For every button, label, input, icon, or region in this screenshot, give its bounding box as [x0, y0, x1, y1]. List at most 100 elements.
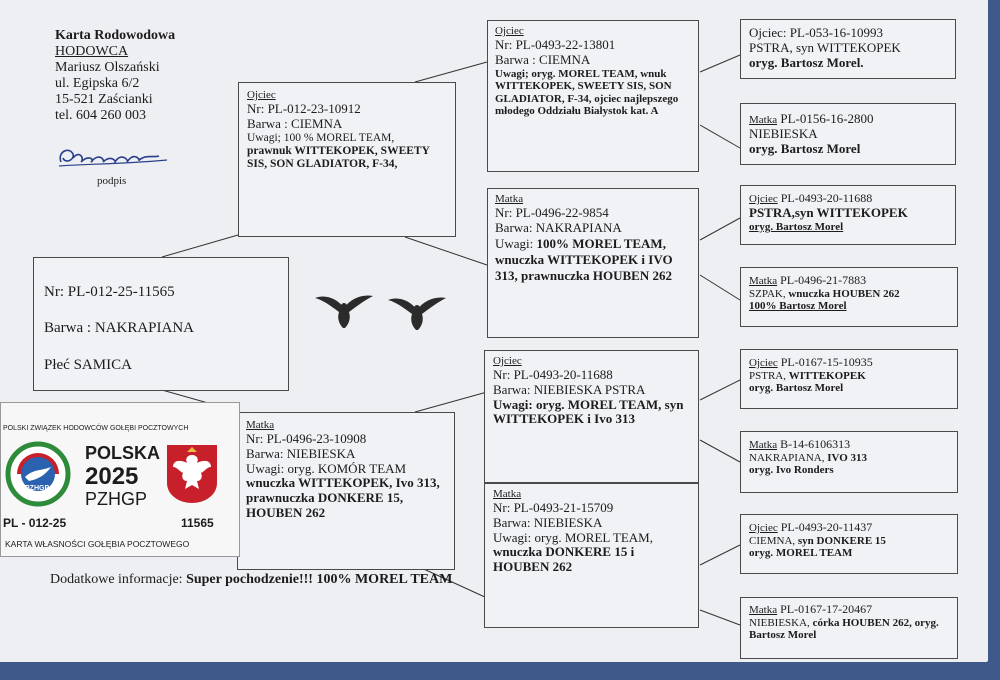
mother-notes-prefix: Uwagi: oryg. KOMÓR TEAM — [246, 460, 407, 476]
paternal-grandmother-box: Matka Nr: PL-0496-22-9854 Barwa: NAKRAPI… — [487, 188, 699, 338]
additional-info-label: Dodatkowe informacje: — [50, 572, 187, 587]
paternal-grandfather-color: Barwa : CIEMNA — [495, 51, 591, 67]
mother-color: Barwa: NIEBIESKA — [246, 445, 356, 461]
maternal-grandfather-color: Barwa: NIEBIESKA PSTRA — [493, 381, 646, 397]
ggp1-color: PSTRA, syn WITTEKOPEK — [749, 39, 901, 55]
ggp3-ring-number: PL-0493-20-11688 — [777, 191, 873, 205]
ggp8-role: Matka — [749, 604, 778, 616]
maternal-grandmother-role: Matka — [493, 488, 522, 500]
maternal-grandfather-ring-number: Nr: PL-0493-20-11688 — [493, 366, 613, 382]
ggp2-origin: oryg. Bartosz Morel — [749, 140, 861, 156]
ggp2-role: Matka — [749, 114, 778, 126]
additional-info: Dodatkowe informacje: Super pochodzenie!… — [50, 571, 480, 588]
great-grandparent-box-6: Matka B-14-6106313 NAKRAPIANA, IVO 313 o… — [740, 431, 958, 493]
card-org-name: POLSKI ZWIĄZEK HODOWCÓW GOŁĘBI POCZTOWYC… — [3, 425, 189, 432]
great-grandparent-box-1: Ojciec: PL-053-16-10993 PSTRA, syn WITTE… — [740, 19, 956, 79]
paternal-grandmother-notes-prefix: Uwagi: — [495, 235, 534, 251]
ggp7-notes: syn DONKERE 15 — [797, 534, 886, 547]
ggp6-origin: oryg. Ivo Ronders — [749, 464, 834, 477]
father-notes: prawnuk WITTEKOPEK, SWEETY SIS, SON GLAD… — [247, 144, 430, 170]
paternal-grandfather-notes: Uwagi; oryg. MOREL TEAM, wnuk WITTEKOPEK… — [495, 67, 679, 118]
great-grandparent-box-8: Matka PL-0167-17-20467 NIEBIESKA, córka … — [740, 597, 958, 659]
mother-role: Matka — [246, 419, 275, 431]
paternal-grandmother-ring-number: Nr: PL-0496-22-9854 — [495, 204, 609, 220]
ownership-card: POLSKI ZWIĄZEK HODOWCÓW GOŁĘBI POCZTOWYC… — [0, 402, 240, 557]
ggp8-color: NIEBIESKA, — [749, 616, 813, 629]
ggp8-notes: córka HOUBEN 262, oryg. Bartosz Morel — [749, 616, 939, 642]
ggp4-origin: 100% Bartosz Morel — [749, 300, 847, 313]
ggp1-origin: oryg. Bartosz Morel. — [749, 54, 864, 70]
maternal-grandfather-box: Ojciec Nr: PL-0493-20-11688 Barwa: NIEBI… — [484, 350, 699, 483]
breeder-name: Mariusz Olszański — [55, 60, 160, 76]
card-country: POLSKA — [85, 443, 161, 463]
card-footer: KARTA WŁASNOŚCI GOŁĘBIA POCZTOWEGO — [5, 539, 190, 549]
signature-image — [58, 149, 168, 167]
pzhgp-logo-icon: PZHGP — [5, 441, 71, 507]
maternal-grandmother-notes-prefix: Uwagi: oryg. MOREL TEAM, — [493, 529, 653, 545]
paternal-grandfather-box: Ojciec Nr: PL-0493-22-13801 Barwa : CIEM… — [487, 20, 699, 172]
maternal-grandfather-notes: Uwagi: oryg. MOREL TEAM, syn WITTEKOPEK … — [493, 396, 684, 427]
ggp3-role: Ojciec — [749, 193, 778, 205]
pzhgp-logo-text: PZHGP — [25, 485, 50, 492]
maternal-grandfather-role: Ojciec — [493, 355, 522, 367]
ggp5-role: Ojciec — [749, 357, 778, 369]
ggp3-color: PSTRA,syn WITTEKOPEK — [749, 204, 908, 220]
ggp5-notes: WITTEKOPEK — [788, 369, 866, 382]
great-grandparent-box-7: Ojciec PL-0493-20-11437 CIEMNA, syn DONK… — [740, 514, 958, 574]
great-grandparent-box-3: Ojciec PL-0493-20-11688 PSTRA,syn WITTEK… — [740, 185, 956, 245]
paternal-grandfather-ring-number: Nr: PL-0493-22-13801 — [495, 36, 616, 52]
pigeon-silhouette-icon — [315, 295, 373, 328]
ggp5-ring-number: PL-0167-15-10935 — [777, 355, 873, 369]
polish-eagle-emblem-icon — [167, 445, 217, 503]
ggp4-color: SZPAK, — [749, 287, 789, 300]
ggp2-color: NIEBIESKA — [749, 125, 818, 141]
ggp7-origin: oryg. MOREL TEAM — [749, 547, 853, 560]
ggp3-origin: oryg. Bartosz Morel — [749, 220, 844, 233]
pigeon-info-box: Nr: PL-012-25-11565 Barwa : NAKRAPIANA P… — [33, 257, 289, 391]
signature-caption: podpis — [97, 175, 127, 187]
additional-info-text: Super pochodzenie!!! 100% MOREL TEAM — [186, 572, 453, 587]
breeder-city: 15-521 Zaścianki — [55, 92, 153, 108]
mother-box: Matka Nr: PL-0496-23-10908 Barwa: NIEBIE… — [237, 412, 455, 570]
breeder-label: HODOWCA — [55, 44, 129, 60]
card-ring-left: PL - 012-25 — [3, 516, 67, 530]
maternal-grandmother-ring-number: Nr: PL-0493-21-15709 — [493, 499, 614, 515]
great-grandparent-box-2: Matka PL-0156-16-2800 NIEBIESKA oryg. Ba… — [740, 103, 956, 165]
mother-notes: wnuczka WITTEKOPEK, Ivo 313, prawnuczka … — [246, 475, 440, 521]
ggp7-ring-number: PL-0493-20-11437 — [777, 520, 873, 534]
ggp7-role: Ojciec — [749, 522, 778, 534]
father-notes-prefix: Uwagi; 100 % MOREL TEAM, — [247, 131, 395, 144]
great-grandparent-box-5: Ojciec PL-0167-15-10935 PSTRA, WITTEKOPE… — [740, 349, 958, 409]
maternal-grandmother-color: Barwa: NIEBIESKA — [493, 514, 603, 530]
pigeon-sex: Płeć SAMICA — [44, 357, 132, 373]
ggp8-ring-number: PL-0167-17-20467 — [777, 602, 873, 616]
ggp5-color: PSTRA, — [749, 369, 789, 382]
card-year: 2025 — [85, 463, 139, 490]
ggp6-ring-number: B-14-6106313 — [777, 437, 851, 451]
card-abbr: PZHGP — [85, 489, 148, 509]
ggp6-notes: IVO 313 — [827, 451, 868, 464]
maternal-grandmother-box: Matka Nr: PL-0493-21-15709 Barwa: NIEBIE… — [484, 483, 699, 628]
father-box: Ojciec Nr: PL-012-23-10912 Barwa : CIEMN… — [238, 82, 456, 237]
paternal-grandmother-role: Matka — [495, 193, 524, 205]
breeder-phone: tel. 604 260 003 — [55, 108, 146, 124]
ggp2-ring-number: PL-0156-16-2800 — [777, 111, 874, 126]
card-ring-right: 11565 — [181, 516, 214, 530]
breeder-street: ul. Egipska 6/2 — [55, 76, 140, 92]
father-color: Barwa : CIEMNA — [247, 115, 343, 131]
pigeon-color: Barwa : NAKRAPIANA — [44, 320, 194, 336]
ggp5-origin: oryg. Bartosz Morel — [749, 382, 844, 395]
pigeon-silhouette-icon — [388, 297, 446, 330]
ggp4-notes: wnuczka HOUBEN 262 — [788, 287, 900, 300]
ggp6-role: Matka — [749, 439, 778, 451]
document-title: Karta Rodowodowa — [55, 28, 176, 43]
breeder-header: Karta Rodowodowa HODOWCA Mariusz Olszańs… — [55, 28, 175, 125]
ggp1-ring-number: Ojciec: PL-053-16-10993 — [749, 25, 883, 40]
father-ring-number: Nr: PL-012-23-10912 — [247, 100, 361, 116]
great-grandparent-box-4: Matka PL-0496-21-7883 SZPAK, wnuczka HOU… — [740, 267, 958, 327]
ggp6-color: NAKRAPIANA, — [749, 451, 828, 464]
ggp7-color: CIEMNA, — [749, 534, 798, 547]
pigeon-ring-number: Nr: PL-012-25-11565 — [44, 284, 175, 300]
paternal-grandfather-role: Ojciec — [495, 25, 524, 37]
mother-ring-number: Nr: PL-0496-23-10908 — [246, 430, 367, 446]
